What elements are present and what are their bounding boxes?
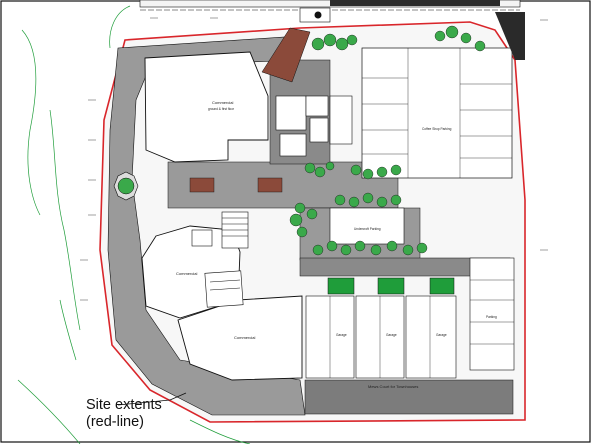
brick-paver-left [189, 177, 215, 193]
site-extents-label: Site extents (red-line) [86, 397, 162, 431]
site-extents-leader [117, 399, 171, 406]
west-contours [17, 5, 251, 444]
mews-court-label: Mews Court for Townhouses [368, 384, 418, 389]
site-extents-line2: (red-line) [86, 414, 145, 430]
coffee-shop-parking: Coffee Shop Parking [361, 47, 513, 179]
landscape-hatch-ne [495, 12, 525, 60]
commercial-north-sub-label: ground & first floor [208, 107, 235, 111]
commercial-north-label: Commercial [212, 100, 233, 105]
north-core-rooms [275, 95, 353, 157]
commercial-south-label: Commercial [234, 335, 255, 340]
undercroft-parking-label: Undercroft Parking [354, 227, 381, 231]
site-extents-line1: Site extents [86, 397, 162, 413]
top-road [139, 0, 521, 23]
mews-court-paving [304, 379, 514, 415]
garage-label-1: Garage [336, 333, 347, 337]
garage-label-2: Garage [386, 333, 397, 337]
level-annotations [80, 17, 548, 301]
parking-label: Parking [486, 315, 497, 319]
east-parking: Parking [469, 257, 515, 371]
townhouses: Garage Garage Garage [305, 277, 457, 379]
commercial-north-building [144, 51, 269, 163]
commercial-west-label: Commercial [176, 271, 197, 276]
garage-label-3: Garage [436, 333, 447, 337]
undercroft-parking: Undercroft Parking [329, 207, 405, 245]
brick-ramp [261, 27, 311, 83]
trees [289, 25, 486, 256]
turning-circle [113, 171, 139, 201]
coffee-shop-parking-label: Coffee Shop Parking [422, 127, 452, 131]
brick-paver-right [257, 177, 283, 193]
stair-cores [191, 211, 249, 308]
